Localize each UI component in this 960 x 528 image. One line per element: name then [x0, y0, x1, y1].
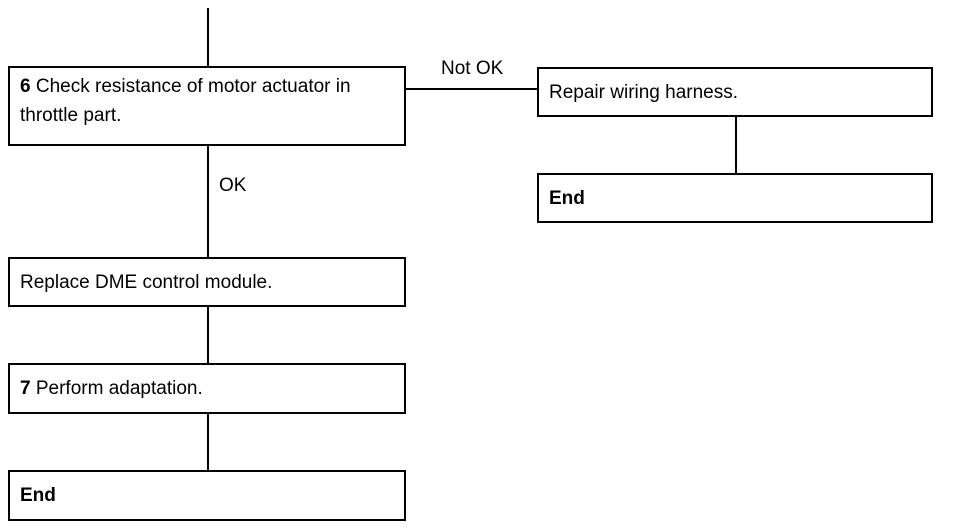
end-box-right: End — [537, 173, 933, 223]
end-box-bottom: End — [8, 470, 406, 521]
not-ok-label: Not OK — [441, 58, 504, 79]
step-7-text: Perform adaptation. — [35, 378, 203, 399]
repair-wiring-box: Repair wiring harness. — [537, 67, 933, 117]
step-7-number: 7 — [20, 378, 31, 399]
step-6-box: 6 Check resistance of motor actuator in … — [8, 66, 406, 146]
end-text-bottom: End — [20, 485, 56, 506]
ok-label: OK — [219, 175, 247, 196]
step-7-box: 7 Perform adaptation. — [8, 363, 406, 414]
replace-dme-text: Replace DME control module. — [20, 271, 273, 293]
step-6-number: 6 — [20, 76, 31, 97]
repair-wiring-text: Repair wiring harness. — [549, 81, 739, 103]
end-text-right: End — [549, 187, 585, 209]
replace-dme-box: Replace DME control module. — [8, 257, 406, 307]
step-6-text: Check resistance of motor actuator in th… — [20, 76, 351, 126]
